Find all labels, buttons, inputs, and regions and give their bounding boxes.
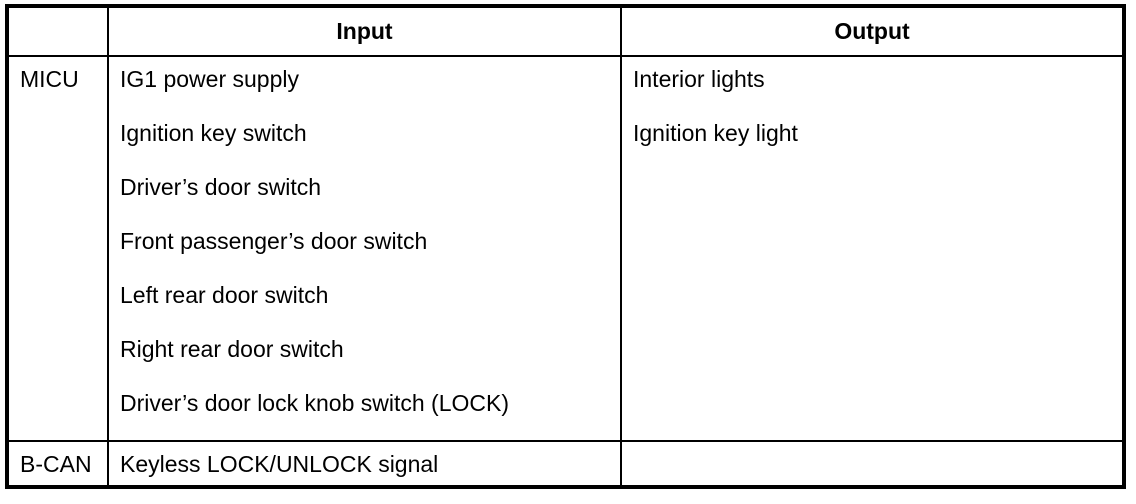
source-cell-micu: MICU [6,55,109,442]
micu-output-cell: Interior lights Ignition key light [620,55,1125,442]
output-item: Interior lights [633,66,765,92]
table-row-micu: MICU IG1 power supply Ignition key switc… [6,55,1125,442]
header-row: Input Output [6,5,1125,57]
input-item: Keyless LOCK/UNLOCK signal [120,451,439,477]
output-item: Ignition key light [633,120,798,146]
output-column-header: Output [620,5,1125,57]
table-body: MICU IG1 power supply Ignition key switc… [6,55,1125,488]
table-row-bcan: B-CAN Keyless LOCK/UNLOCK signal [6,440,1125,488]
input-item: Right rear door switch [120,336,344,362]
micu-input-cell: IG1 power supply Ignition key switch Dri… [107,55,622,442]
source-cell-bcan: B-CAN [6,440,109,488]
input-item: Front passenger’s door switch [120,228,428,254]
input-item: Left rear door switch [120,282,329,308]
bcan-output-cell [620,440,1125,488]
source-label: B-CAN [20,451,92,477]
input-item: Ignition key switch [120,120,307,146]
bcan-input-cell: Keyless LOCK/UNLOCK signal [107,440,622,488]
source-label: MICU [20,66,79,92]
input-item: Driver’s door lock knob switch (LOCK) [120,390,509,416]
corner-header-cell [6,5,109,57]
input-item: Driver’s door switch [120,174,322,200]
input-column-header: Input [107,5,622,57]
input-item: IG1 power supply [120,66,299,92]
input-output-table: Input Output MICU IG1 power supply Ignit… [5,4,1126,489]
table-header-row-group: Input Output [6,5,1125,57]
